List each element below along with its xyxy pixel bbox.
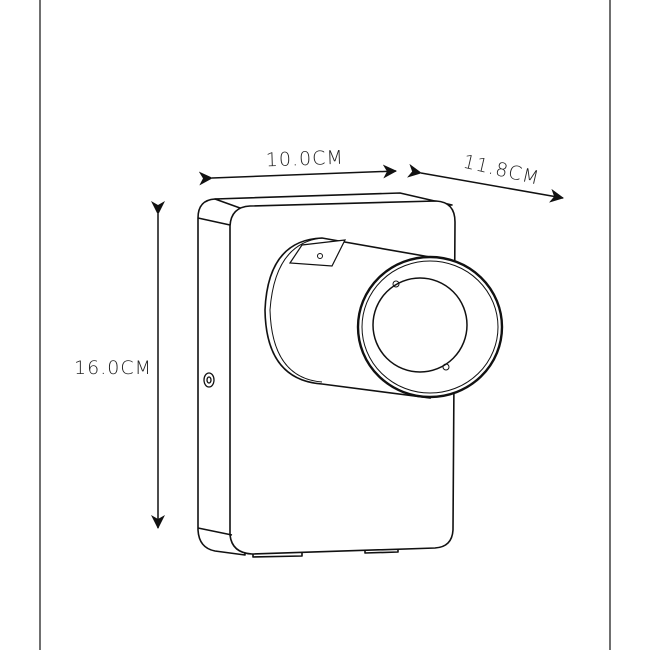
switch-button-icon [203, 372, 215, 388]
height-label: 16.0CM [74, 357, 152, 379]
lens [372, 277, 468, 373]
depth-arrow [406, 163, 564, 203]
width-label: 10.0CM [265, 147, 344, 172]
spotlight-cylinder [264, 237, 504, 399]
depth-label: 11.8CM [461, 151, 542, 190]
width-arrow [198, 164, 397, 186]
